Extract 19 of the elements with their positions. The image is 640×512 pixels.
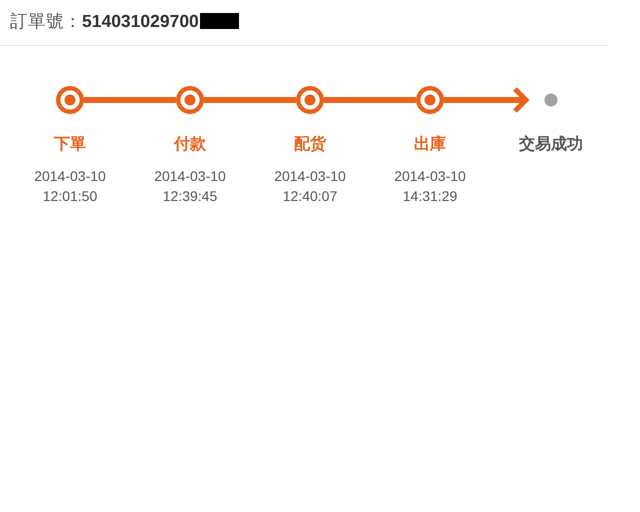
order-number-heading: 訂單號：514031029700 — [10, 11, 199, 31]
ring-icon — [56, 86, 84, 114]
ring-icon — [416, 86, 444, 114]
step-label: 交易成功 — [519, 136, 583, 154]
dot-icon — [544, 93, 558, 107]
connector-line — [84, 97, 176, 103]
step-label: 下單 — [54, 136, 86, 154]
connector-line — [204, 97, 296, 103]
step-label: 配货 — [294, 136, 326, 154]
timestamp: 2014-03-10 14:31:29 — [393, 167, 467, 206]
arrow — [444, 86, 528, 114]
timestamp: 2014-03-10 12:40:07 — [273, 167, 347, 206]
ring-icon — [296, 86, 324, 114]
ring-icon — [176, 86, 204, 114]
step-label: 付款 — [174, 136, 206, 154]
connector-line — [324, 97, 416, 103]
step-label: 出庫 — [414, 136, 446, 154]
timestamp: 2014-03-10 12:39:45 — [153, 167, 227, 206]
timestamp: 2014-03-10 12:01:50 — [33, 167, 107, 206]
